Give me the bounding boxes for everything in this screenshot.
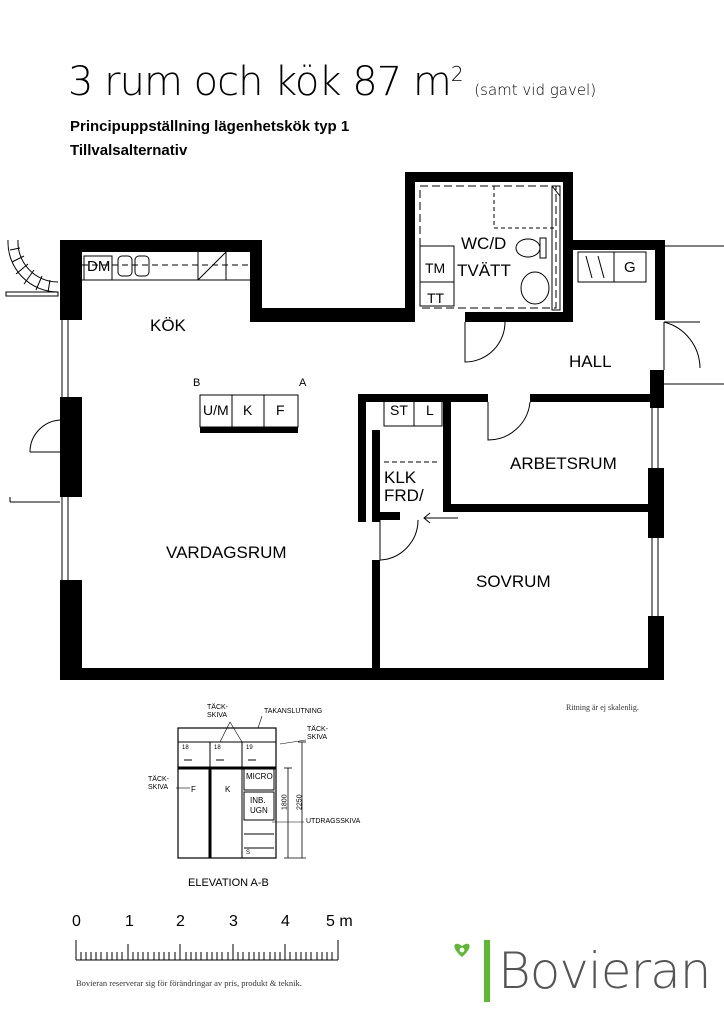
- room-label-tvatt: TVÄTT: [457, 261, 511, 280]
- scale-label-1: 1: [125, 913, 134, 930]
- wall: [372, 560, 380, 672]
- bathroom-fixtures: [419, 185, 561, 311]
- footer-disclaimer: Bovieran reserverar sig för förändringar…: [76, 978, 302, 988]
- room-label-kok: KÖK: [150, 316, 186, 335]
- elevation-dim-2250: 2250: [296, 794, 304, 810]
- title-note: (samt vid gavel): [474, 81, 597, 99]
- wall: [250, 308, 412, 322]
- elevation-label-utdragsskiva: UTDRAGSSKIVA: [306, 818, 361, 825]
- fixture-st: ST: [390, 402, 408, 418]
- elevation-label-inb-ugn: INB. UGN: [250, 796, 268, 815]
- fixture-a: A: [299, 377, 307, 389]
- wall: [200, 427, 298, 433]
- wall: [573, 240, 665, 250]
- wall: [250, 240, 262, 322]
- doors: [9, 245, 724, 561]
- wall: [60, 668, 664, 680]
- scale-note: Ritning är ej skalenlig.: [566, 703, 639, 712]
- wall: [358, 394, 366, 522]
- wall: [530, 394, 658, 402]
- wall: [60, 240, 260, 252]
- elevation-label-19: 19: [246, 745, 253, 751]
- scale-label-3: 3: [229, 913, 238, 930]
- scale-label-5m: 5 m: [326, 913, 353, 930]
- elevation-label-f: F: [191, 785, 196, 794]
- elevation-caption: ELEVATION A-B: [188, 877, 269, 889]
- hall-closet: [383, 251, 647, 463]
- elevation-label-s: S: [246, 850, 251, 856]
- fixture-um: U/M: [203, 402, 229, 418]
- fixture-k: K: [243, 402, 253, 418]
- wall: [443, 504, 658, 512]
- page-title: 3 rum och kök 87 m2 (samt vid gavel): [68, 62, 596, 102]
- windows: [61, 320, 659, 616]
- walls: [60, 172, 665, 680]
- fixture-f: F: [276, 402, 285, 418]
- room-label-klk: KLK: [384, 468, 417, 487]
- fixture-tm: TM: [425, 260, 446, 276]
- elevation-label-takanslutning: TAKANSLUTNING: [264, 708, 323, 715]
- scale-label-0: 0: [72, 913, 81, 930]
- elevation-label-micro: MICRO: [246, 772, 273, 781]
- wall: [650, 370, 664, 408]
- elevation-label-tackskiva-right: TÄCK- SKIVA: [307, 726, 328, 742]
- wall: [648, 616, 664, 680]
- wall: [60, 397, 82, 497]
- room-label-frd: FRD/: [384, 486, 424, 505]
- wall: [648, 468, 664, 538]
- elevation-drawing: [176, 715, 307, 859]
- elevation-label-k: K: [225, 785, 231, 794]
- subtitle-options: Tillvalsalternativ: [70, 142, 188, 159]
- wall: [465, 312, 573, 322]
- fixture-dm: DM: [87, 258, 111, 275]
- brand-logo-text: Bovieran: [498, 942, 711, 1000]
- wall: [372, 430, 380, 522]
- title-main: 3 rum och kök 87 m: [68, 59, 452, 105]
- wall: [655, 240, 665, 320]
- wall: [563, 172, 573, 322]
- kitchen-island: [199, 394, 299, 428]
- room-label-wcd: WC/D: [461, 234, 507, 253]
- elevation-label-18b: 18: [214, 745, 221, 751]
- title-sup: 2: [450, 62, 464, 86]
- elevation-label-tackskiva-left: TÄCK- SKIVA: [148, 776, 169, 792]
- room-label-vardagsrum: VARDAGSRUM: [166, 543, 287, 562]
- wall: [405, 172, 415, 322]
- scale-bar: [75, 940, 339, 961]
- kitchen-counter: [82, 251, 250, 281]
- wall: [380, 512, 400, 520]
- fixture-g: G: [624, 259, 636, 276]
- room-label-sovrum: SOVRUM: [476, 572, 551, 591]
- fixture-l: L: [426, 402, 434, 418]
- subtitle-kitchen-type: Principuppställning lägenhetskök typ 1: [70, 118, 350, 135]
- wall: [405, 172, 573, 182]
- wall: [60, 580, 82, 680]
- fixture-tt: TT: [427, 290, 445, 306]
- fixture-b: B: [193, 377, 201, 389]
- room-label-arbetsrum: ARBETSRUM: [510, 454, 617, 473]
- elevation-dim-1800: 1800: [281, 794, 289, 810]
- door-left: [29, 419, 63, 453]
- elevation-label-18a: 18: [182, 745, 189, 751]
- stair: [5, 239, 59, 297]
- scale-label-4: 4: [281, 913, 290, 930]
- wall: [60, 240, 82, 320]
- wall: [443, 394, 451, 504]
- scale-label-2: 2: [176, 913, 185, 930]
- elevation-label-tackskiva-top: TÄCK- SKIVA: [207, 704, 228, 720]
- room-label-hall: HALL: [569, 352, 612, 371]
- logo-bar: [484, 940, 490, 1002]
